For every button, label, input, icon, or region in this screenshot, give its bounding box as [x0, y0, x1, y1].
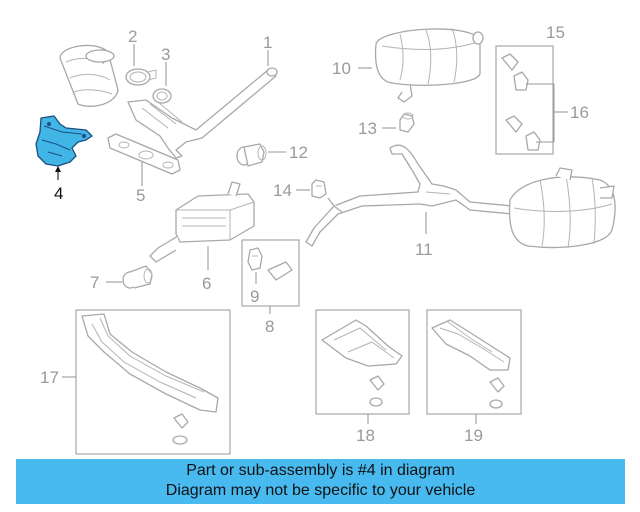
callout-4: 4	[54, 184, 63, 203]
part-6-center-muffler	[149, 181, 255, 263]
part-rear-silencer	[508, 167, 616, 249]
part-10-rear-muffler	[374, 27, 484, 103]
part-4-heat-shield[interactable]	[35, 115, 93, 167]
part-3-gasket	[152, 88, 172, 104]
callout-18: 18	[356, 426, 375, 445]
callout-10: 10	[332, 59, 351, 78]
part-18-box	[315, 309, 410, 415]
callout-1: 1	[263, 33, 272, 52]
callout-13: 13	[358, 119, 377, 138]
info-banner: Part or sub-assembly is #4 in diagram Di…	[16, 459, 625, 504]
part-19-heat-shield	[431, 319, 511, 409]
callout-5: 5	[136, 186, 145, 205]
part-17-heat-shield	[81, 313, 219, 445]
callout-11: 11	[415, 240, 433, 259]
callout-7: 7	[90, 273, 99, 292]
part-12-bushing	[236, 143, 267, 167]
part-5-flange-gasket	[107, 133, 181, 175]
callout-6: 6	[202, 274, 211, 293]
part-11-rear-pipe	[305, 144, 513, 247]
part-7-clamp-sleeve	[122, 265, 153, 289]
part-1-front-pipe	[127, 67, 278, 159]
part-19-box	[426, 309, 522, 415]
callout-3: 3	[161, 45, 170, 64]
banner-line-2: Diagram may not be specific to your vehi…	[165, 482, 476, 499]
callout-15: 15	[546, 23, 565, 42]
callout-17: 17	[40, 368, 59, 387]
callout-2: 2	[128, 27, 137, 46]
part-17-box	[75, 309, 231, 455]
part-catalytic-converter	[59, 44, 119, 107]
part-15-box	[495, 45, 554, 155]
callout-12: 12	[289, 143, 308, 162]
part-16-hangers	[501, 53, 541, 151]
part-9-hanger	[247, 247, 293, 281]
callout-14: 14	[273, 181, 292, 200]
part-2-clamp	[125, 68, 157, 86]
callout-19: 19	[464, 426, 483, 445]
callout-16: 16	[570, 103, 589, 122]
part-14-hanger	[311, 179, 327, 199]
part-18-heat-shield	[321, 319, 403, 407]
banner-line-1: Part or sub-assembly is #4 in diagram	[186, 462, 455, 479]
callout-9: 9	[250, 287, 259, 306]
part-13-nipple	[399, 112, 415, 133]
callout-8: 8	[265, 317, 274, 336]
